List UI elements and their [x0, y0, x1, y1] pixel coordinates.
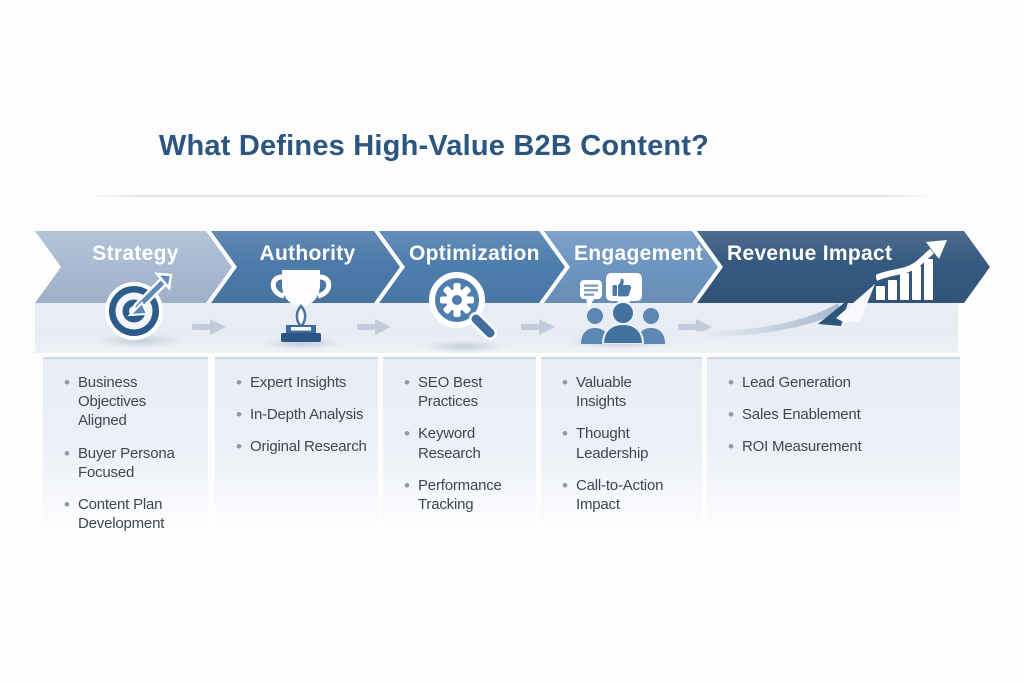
- list-item: Lead Generation: [727, 372, 947, 394]
- title-divider: [88, 195, 933, 197]
- icon-shadow: [96, 333, 184, 348]
- stage-item-list: Valuable Insights Thought Leadership Cal…: [541, 372, 679, 514]
- stage-panel-engagement: Valuable Insights Thought Leadership Cal…: [541, 357, 702, 532]
- magnifier-gear-icon: [425, 270, 499, 348]
- flow-arrow-icon: [192, 318, 226, 336]
- list-item: Keyword Research: [403, 423, 522, 462]
- list-item: Performance Tracking: [403, 475, 522, 514]
- stage-label-authority: Authority: [259, 242, 356, 265]
- stage-item-list: Expert Insights In-Depth Analysis Origin…: [215, 372, 368, 458]
- icon-shadow: [260, 337, 344, 350]
- stage-label-optimization: Optimization: [409, 242, 540, 265]
- list-item: In-Depth Analysis: [235, 404, 368, 426]
- stage-label-strategy: Strategy: [92, 242, 179, 265]
- list-item: SEO Best Practices: [403, 372, 522, 411]
- list-item: Original Research: [235, 436, 368, 458]
- flow-arrow-icon: [678, 318, 712, 336]
- list-item: Valuable Insights: [561, 372, 679, 411]
- list-item: Sales Enablement: [727, 404, 947, 426]
- list-item: Content Plan Development: [63, 494, 195, 533]
- list-item: Buyer Persona Focused: [63, 443, 195, 482]
- stage-item-list: Business Objectives Aligned Buyer Person…: [43, 372, 195, 533]
- page-title: What Defines High-Value B2B Content?: [158, 130, 710, 162]
- list-item: Call-to-Action Impact: [561, 475, 679, 514]
- stage-label-engagement: Engagement: [574, 242, 704, 265]
- trophy-icon: [269, 266, 333, 342]
- growth-chart-icon: [876, 240, 948, 300]
- stage-panel-authority: Expert Insights In-Depth Analysis Origin…: [215, 357, 378, 532]
- list-item: ROI Measurement: [727, 436, 947, 458]
- icon-shadow: [420, 340, 508, 353]
- swoosh-arrow-icon: [688, 279, 883, 343]
- banner-shadow-band: [35, 303, 958, 353]
- text-bubble: [580, 280, 602, 308]
- list-item: Thought Leadership: [561, 423, 679, 462]
- flow-arrow-icon: [521, 318, 555, 336]
- audience-icon: [572, 272, 672, 344]
- stage-panel-optimization: SEO Best Practices Keyword Research Perf…: [383, 357, 536, 532]
- stage-panel-strategy: Business Objectives Aligned Buyer Person…: [43, 357, 208, 532]
- people-group: [581, 301, 665, 344]
- list-item: Expert Insights: [235, 372, 368, 394]
- list-item: Business Objectives Aligned: [63, 372, 195, 431]
- stage-label-revenue-impact: Revenue Impact: [727, 242, 893, 265]
- stage-item-list: SEO Best Practices Keyword Research Perf…: [383, 372, 522, 514]
- stage-item-list: Lead Generation Sales Enablement ROI Mea…: [707, 372, 947, 458]
- stage-chevron-engagement: Engagement: [544, 231, 718, 303]
- stage-chevron-strategy: Strategy: [35, 231, 232, 303]
- target-icon: [103, 272, 173, 342]
- flow-arrow-icon: [357, 318, 391, 336]
- stage-panel-revenue-impact: Lead Generation Sales Enablement ROI Mea…: [707, 357, 960, 532]
